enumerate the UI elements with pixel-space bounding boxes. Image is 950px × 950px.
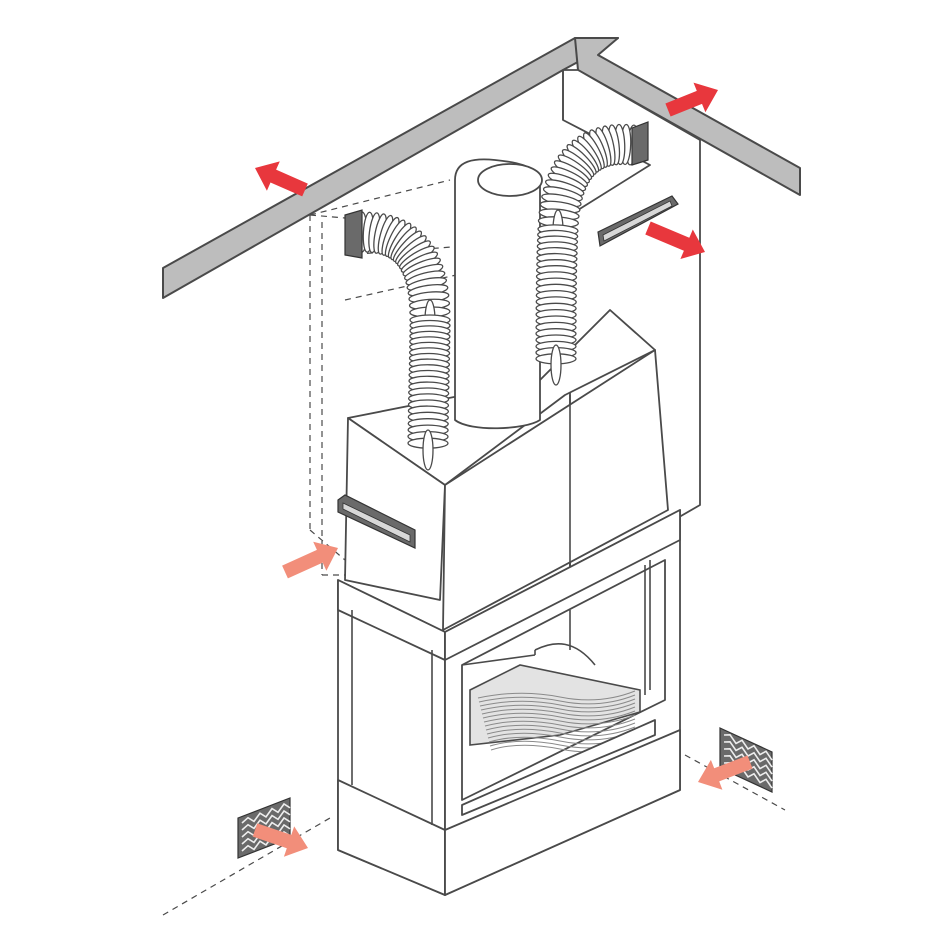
duct-right xyxy=(535,123,639,386)
chimney-flue xyxy=(454,158,543,430)
airflow-arrow-wall-vent xyxy=(645,221,705,259)
airflow-arrow-air-intake xyxy=(282,541,338,579)
duct-ring xyxy=(422,429,434,471)
airflow-arrows xyxy=(252,82,753,857)
airflow-arrow-ceiling-left xyxy=(255,161,308,197)
vent-grille-hood xyxy=(337,494,416,549)
duct-connector-left xyxy=(344,209,363,259)
firebox-base-front xyxy=(444,729,681,896)
airflow-arrow-ceiling-right xyxy=(665,82,718,117)
duct-connector-right xyxy=(631,121,649,166)
grate-lines xyxy=(477,690,636,753)
hood-front-left xyxy=(344,417,446,601)
duct-ring xyxy=(550,344,562,386)
grate xyxy=(469,664,641,746)
hood-front-main xyxy=(442,349,669,631)
flue-top xyxy=(477,163,543,197)
airflow-arrow-floor-right xyxy=(698,755,753,790)
airflow-arrow-floor-left xyxy=(252,823,308,857)
vent-grille-wall xyxy=(597,195,679,247)
flue-body xyxy=(454,158,541,430)
firebox-front-top-band xyxy=(444,509,681,661)
firebox xyxy=(337,509,681,896)
ceiling xyxy=(162,37,801,299)
